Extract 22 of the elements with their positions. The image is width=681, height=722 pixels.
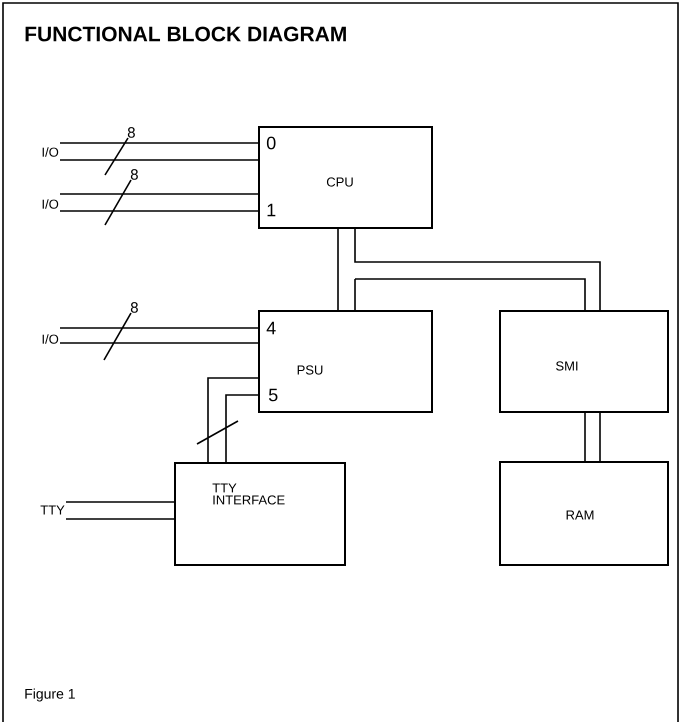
edge-label: 8 [130, 169, 138, 180]
edge-label: 8 [128, 127, 135, 138]
edge-label: 8 [130, 302, 138, 313]
block-box: SMI [499, 310, 669, 413]
bus-line [60, 142, 258, 161]
signal-name: I/O [42, 199, 58, 209]
bus-line [337, 228, 356, 311]
bus-line [60, 193, 258, 212]
block-box: TTY INTERFACE [174, 462, 346, 566]
bus-line [354, 228, 601, 311]
block-box: 0 CPU 1 [258, 126, 433, 229]
bus-line [196, 377, 259, 463]
caption: Figure 1 [25, 688, 75, 702]
signal-name: I/O [42, 147, 58, 157]
bus-line [584, 413, 601, 461]
bus-line [66, 501, 174, 520]
signal-name: TTY [40, 506, 65, 514]
bus-line [60, 327, 258, 344]
title: FUNCTIONAL BLOCK DIAGRAM [26, 26, 346, 42]
block-box: RAM [499, 461, 669, 566]
signal-name: I/O [42, 334, 58, 344]
block-box: 4 PSU 5 [258, 310, 433, 413]
